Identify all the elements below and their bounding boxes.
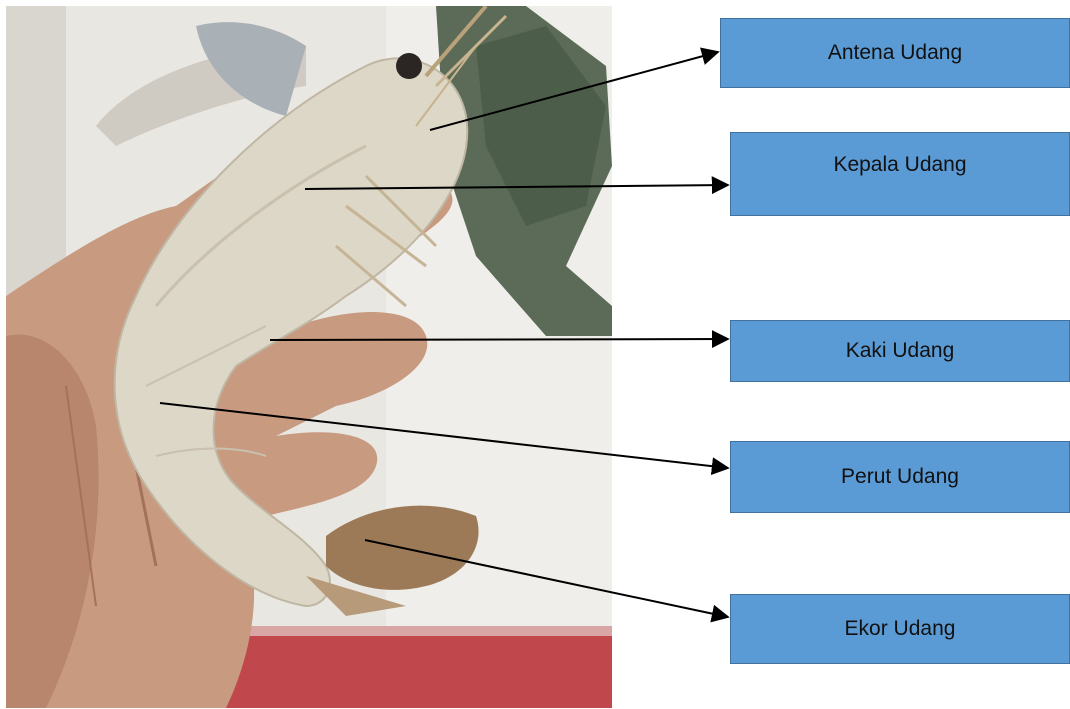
label-ekor-udang: Ekor Udang bbox=[730, 594, 1070, 664]
label-antena-udang: Antena Udang bbox=[720, 18, 1070, 88]
label-perut-udang: Perut Udang bbox=[730, 441, 1070, 513]
arrow-kepala bbox=[305, 185, 728, 189]
arrow-ekor bbox=[365, 540, 728, 617]
label-text: Antena Udang bbox=[828, 41, 962, 65]
label-text: Kaki Udang bbox=[846, 339, 955, 363]
label-text: Ekor Udang bbox=[845, 617, 956, 641]
label-text: Kepala Udang bbox=[833, 153, 966, 177]
label-text: Perut Udang bbox=[841, 465, 959, 489]
arrow-kaki bbox=[270, 339, 728, 340]
label-kepala-udang: Kepala Udang bbox=[730, 132, 1070, 216]
label-kaki-udang: Kaki Udang bbox=[730, 320, 1070, 382]
arrow-antena bbox=[430, 52, 718, 130]
arrow-perut bbox=[160, 403, 728, 468]
